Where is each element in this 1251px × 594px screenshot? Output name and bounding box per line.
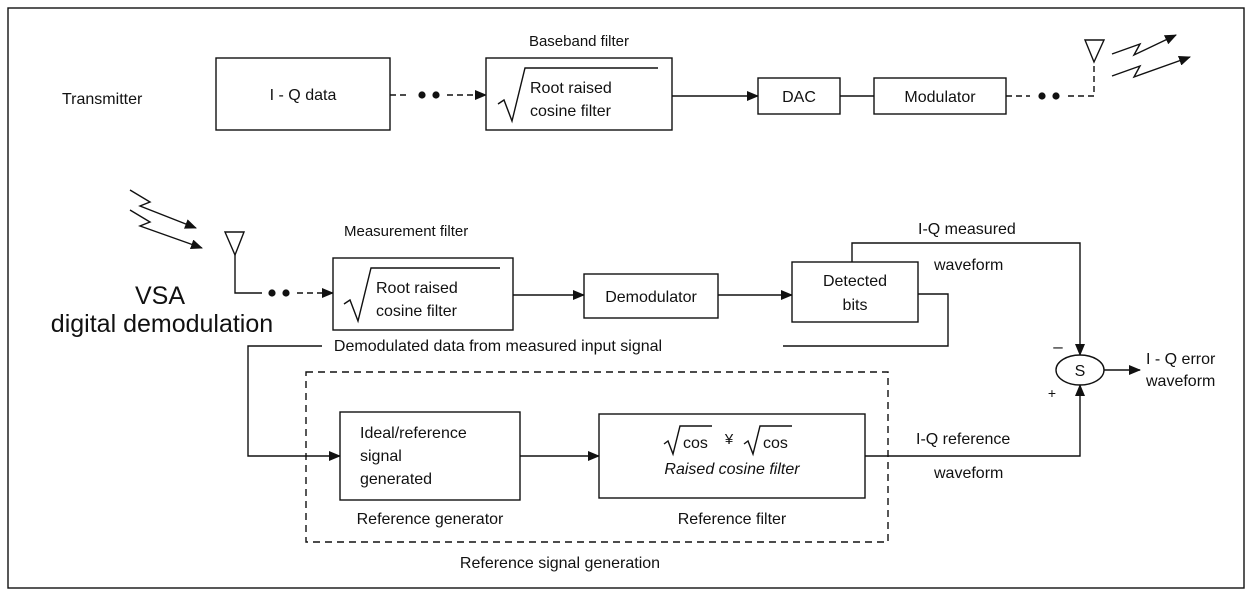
- tx-signal-bolt-icon: [1111, 34, 1177, 57]
- sqrt-symbol-icon: [343, 267, 500, 324]
- tx-signal-bolt-icon: [1111, 55, 1191, 79]
- iq-data-box: [215, 57, 391, 131]
- dac-label: DAC: [782, 89, 816, 106]
- baseband-filter-box: [485, 57, 673, 131]
- tx-link-dot-1: [418, 91, 426, 99]
- transmitter-label: Transmitter: [62, 91, 143, 108]
- sqrt-symbol-icon: [663, 425, 712, 457]
- rx-antenna-line: [234, 255, 262, 294]
- iq-reference-waveform-label: waveform: [933, 465, 1003, 482]
- rx-link-dot-2: [282, 289, 290, 297]
- detected-bits-box: [791, 261, 919, 323]
- baseband-rrc-line1: Root raised: [530, 80, 612, 97]
- baseband-rrc-line2: cosine filter: [530, 103, 612, 120]
- iq-reference-label: I-Q reference: [916, 431, 1010, 448]
- measurement-rrc-line1: Root raised: [376, 280, 458, 297]
- rx-signal-bolt-icon: [129, 209, 203, 250]
- mod-link-dot-2: [1052, 92, 1060, 100]
- mod-link-dot-1: [1038, 92, 1046, 100]
- mod-to-antenna-line: [1068, 62, 1095, 97]
- demod-feedback-line-left: [247, 345, 341, 461]
- summer-symbol: S: [1075, 363, 1086, 380]
- measurement-filter-box: [332, 257, 514, 331]
- iq-error-label: I - Q error: [1146, 351, 1216, 368]
- summer-plus-sign: +: [1048, 385, 1056, 401]
- iq-error-waveform-label: waveform: [1145, 373, 1215, 390]
- ideal-reference-box: [339, 411, 521, 501]
- sqrt-symbol-icon: [743, 425, 792, 457]
- measurement-filter-title: Measurement filter: [344, 223, 468, 240]
- tx-antenna-icon: [1083, 39, 1106, 64]
- iq-data-label: I - Q data: [270, 87, 337, 104]
- vsa-label: VSA: [135, 282, 185, 310]
- reference-generation-caption: Reference signal generation: [460, 555, 660, 572]
- reference-filter-box: [598, 413, 866, 499]
- rx-antenna-icon: [223, 231, 246, 257]
- rx-signal-bolt-icon: [129, 189, 197, 229]
- ideal-reference-line2: signal: [360, 448, 402, 465]
- diagram-frame: [7, 7, 1245, 589]
- raised-cosine-label: Raised cosine filter: [664, 461, 800, 478]
- reference-filter-caption: Reference filter: [678, 511, 787, 528]
- demodulator-label: Demodulator: [605, 289, 697, 306]
- reference-generation-group: [305, 371, 889, 543]
- demod-feedback-line-right: [783, 293, 949, 347]
- summer-minus-sign: –: [1053, 337, 1063, 356]
- rx-link-dot-1: [268, 289, 276, 297]
- iq-measured-waveform-label: waveform: [933, 257, 1003, 274]
- cos-term-a: cos: [683, 435, 708, 452]
- measurement-rrc-line2: cosine filter: [376, 303, 458, 320]
- demodulator-box: [583, 273, 719, 319]
- demodulated-data-label: Demodulated data from measured input sig…: [334, 338, 662, 355]
- cos-term-b: cos: [763, 435, 788, 452]
- reference-generator-caption: Reference generator: [357, 511, 504, 528]
- reference-path-line: [865, 384, 1085, 457]
- detected-bits-line1: Detected: [823, 273, 887, 290]
- yen-symbol: ¥: [724, 431, 734, 448]
- measured-path-line: [851, 242, 1085, 356]
- sqrt-symbol-icon: [497, 67, 658, 124]
- vsa-subtitle: digital demodulation: [51, 310, 273, 338]
- ideal-reference-line3: generated: [360, 471, 432, 488]
- iq-measured-label: I-Q measured: [918, 221, 1016, 238]
- modulator-label: Modulator: [904, 89, 976, 106]
- detected-bits-line2: bits: [843, 297, 868, 314]
- baseband-filter-title: Baseband filter: [529, 33, 629, 50]
- ideal-reference-line1: Ideal/reference: [360, 425, 467, 442]
- tx-link-dot-2: [432, 91, 440, 99]
